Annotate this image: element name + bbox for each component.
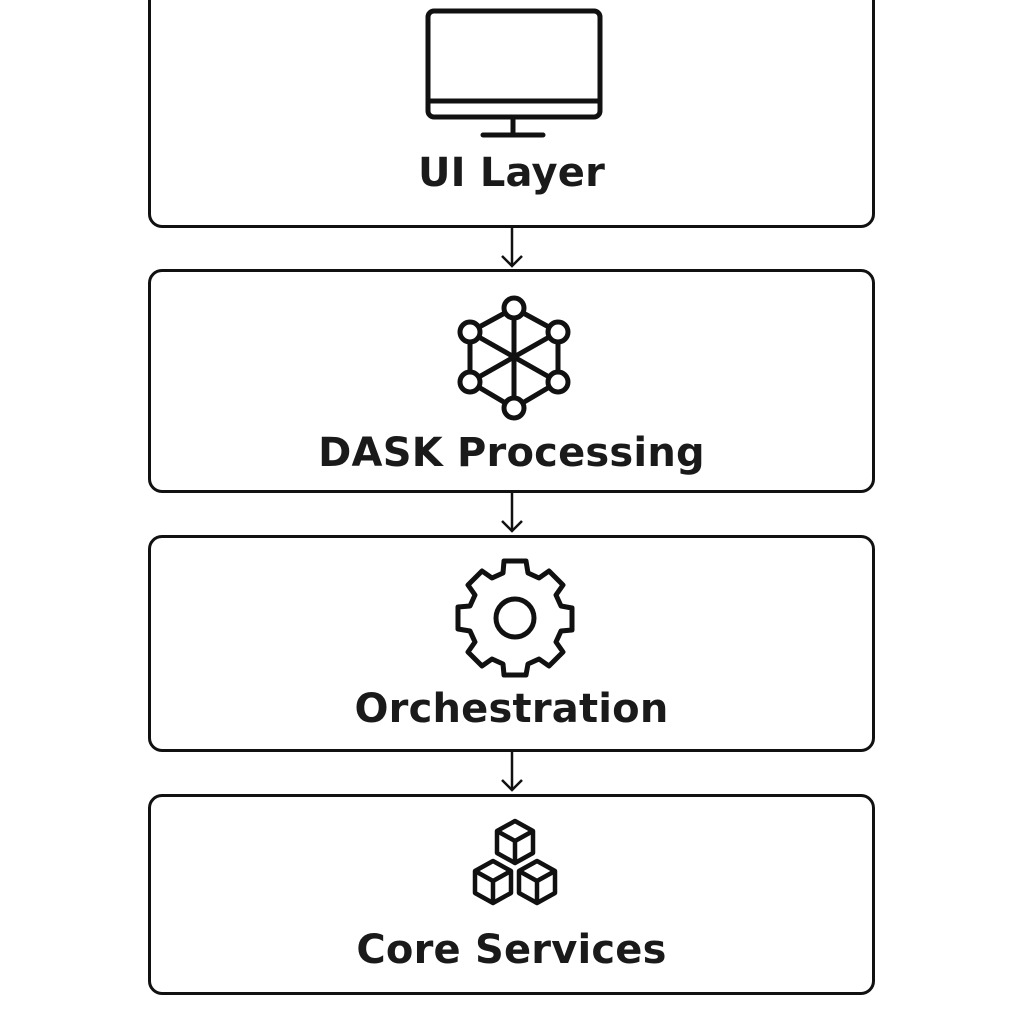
orchestration-box: Orchestration <box>148 535 875 752</box>
dask-processing-box: DASK Processing <box>148 269 875 493</box>
ui-layer-box: UI Layer <box>148 0 875 228</box>
network-graph-icon <box>457 295 571 421</box>
cubes-icon <box>472 818 558 906</box>
layer-label-dask: DASK Processing <box>318 430 705 476</box>
gear-icon <box>455 558 575 678</box>
layer-label-core: Core Services <box>356 927 667 973</box>
layer-label-orchestration: Orchestration <box>354 686 669 732</box>
arrow-down-2 <box>501 493 523 533</box>
arrow-down-3 <box>501 752 523 792</box>
monitor-icon <box>425 8 603 138</box>
layer-label-ui: UI Layer <box>417 150 606 196</box>
core-services-box: Core Services <box>148 794 875 995</box>
arrow-down-1 <box>501 228 523 268</box>
